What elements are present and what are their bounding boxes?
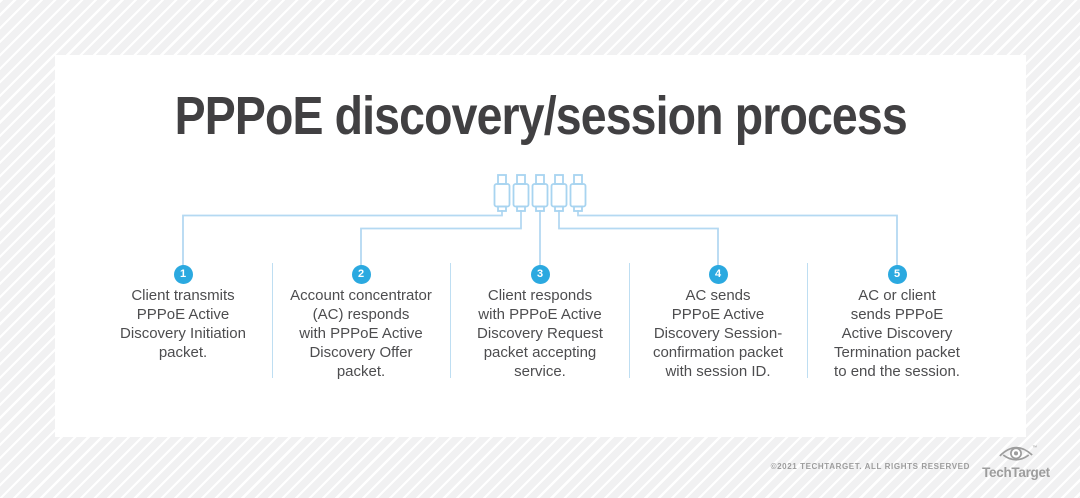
techtarget-logo: ™ TechTarget — [980, 444, 1052, 480]
connector-line — [360, 210, 522, 266]
usb-connector-row — [493, 174, 587, 212]
step-description: AC or client sends PPPoE Active Discover… — [834, 287, 960, 380]
column-divider — [629, 263, 630, 378]
trademark-symbol: ™ — [1032, 445, 1037, 451]
usb-connector-icon — [550, 174, 568, 212]
step-description: Client transmits PPPoE Active Discovery … — [120, 287, 246, 361]
page-title: PPPoE discovery/session process — [174, 86, 907, 146]
connector-line — [558, 210, 719, 266]
step-number-badge: 4 — [708, 265, 728, 284]
column-divider — [450, 263, 451, 378]
copyright-text: ©2021 TECHTARGET. ALL RIGHTS RESERVED — [770, 462, 970, 471]
step-number-badge: 1 — [173, 265, 193, 284]
step-number-badge: 2 — [351, 265, 371, 284]
column-divider — [807, 263, 808, 378]
usb-connector-icon — [512, 174, 530, 212]
step-description: Account concentrator (AC) responds with … — [290, 287, 432, 380]
step-description: AC sends PPPoE Active Discovery Session-… — [652, 287, 784, 380]
eye-icon: ™ — [999, 445, 1037, 461]
logo-wordmark: TechTarget — [982, 465, 1050, 480]
column-divider — [272, 263, 273, 378]
connector-line — [577, 210, 898, 266]
usb-connector-icon — [569, 174, 587, 212]
usb-connector-icon — [531, 174, 549, 212]
connector-line — [182, 210, 503, 266]
connector-lines — [182, 210, 898, 266]
usb-connector-icon — [493, 174, 511, 212]
title-area: PPPoE discovery/session process — [55, 86, 1026, 146]
step-number-badge: 5 — [887, 265, 907, 284]
step-number-badge: 3 — [530, 265, 550, 284]
step-description: Client responds with PPPoE Active Discov… — [477, 287, 603, 380]
